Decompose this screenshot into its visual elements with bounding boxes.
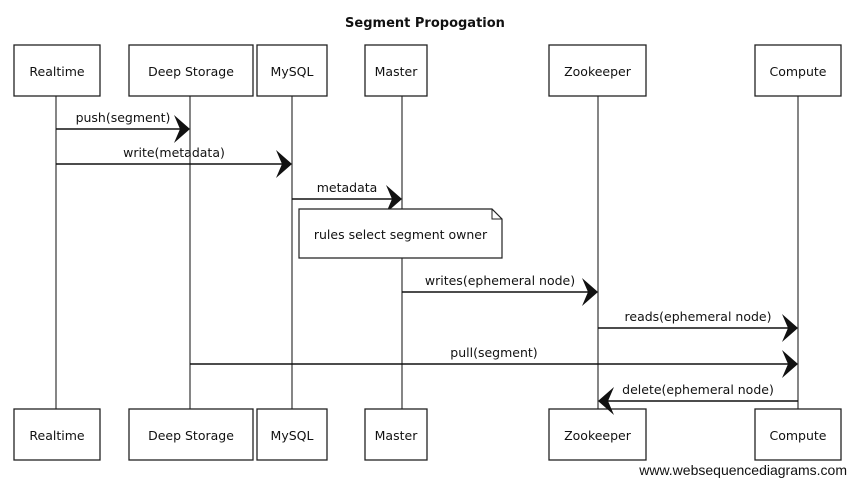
participant-mysql-bottom: MySQL	[256, 408, 328, 461]
participant-zookeeper-bottom: Zookeeper	[548, 408, 647, 461]
message-label: reads(ephemeral node)	[625, 309, 772, 324]
message-label: push(segment)	[76, 110, 171, 125]
participant-deep_storage-bottom: Deep Storage	[128, 408, 254, 461]
arrowhead-icon	[174, 115, 190, 143]
participant-master-bottom: Master	[364, 408, 428, 461]
message-arrow: pull(segment)	[190, 345, 798, 378]
participant-label: Zookeeper	[564, 64, 632, 79]
participant-zookeeper-top: Zookeeper	[548, 44, 647, 97]
diagram-title: Segment Propogation	[345, 16, 505, 31]
participant-label: Realtime	[29, 428, 84, 443]
note: rules select segment owner	[298, 208, 503, 259]
message-arrow: metadata	[292, 180, 402, 213]
message-label: writes(ephemeral node)	[425, 273, 575, 288]
note-text: rules select segment owner	[314, 227, 488, 242]
participant-master-top: Master	[364, 44, 428, 97]
participant-label: Compute	[769, 428, 826, 443]
participant-label: MySQL	[271, 428, 314, 443]
message-label: pull(segment)	[450, 345, 537, 360]
arrowhead-icon	[386, 185, 402, 213]
message-label: write(metadata)	[123, 145, 225, 160]
arrowhead-icon	[782, 314, 798, 342]
arrowhead-icon	[276, 150, 292, 178]
participant-mysql-top: MySQL	[256, 44, 328, 97]
message-label: metadata	[317, 180, 378, 195]
arrowhead-icon	[782, 350, 798, 378]
participant-compute-bottom: Compute	[754, 408, 842, 461]
participant-compute-top: Compute	[754, 44, 842, 97]
arrowhead-icon	[598, 387, 614, 415]
participant-label: MySQL	[271, 64, 314, 79]
message-arrow: push(segment)	[56, 110, 190, 143]
participant-label: Deep Storage	[148, 64, 234, 79]
participant-label: Master	[375, 428, 419, 443]
participant-label: Deep Storage	[148, 428, 234, 443]
message-arrow: write(metadata)	[56, 145, 292, 178]
participant-label: Zookeeper	[564, 428, 632, 443]
participant-label: Master	[375, 64, 419, 79]
participant-deep_storage-top: Deep Storage	[128, 44, 254, 97]
participant-label: Realtime	[29, 64, 84, 79]
participant-realtime-top: Realtime	[13, 44, 101, 97]
participant-realtime-bottom: Realtime	[13, 408, 101, 461]
watermark: www.websequencediagrams.com	[639, 462, 847, 478]
participant-label: Compute	[769, 64, 826, 79]
message-arrow: writes(ephemeral node)	[402, 273, 598, 306]
message-arrow: delete(ephemeral node)	[598, 382, 798, 415]
message-label: delete(ephemeral node)	[622, 382, 774, 397]
arrowhead-icon	[582, 278, 598, 306]
message-arrow: reads(ephemeral node)	[598, 309, 798, 342]
